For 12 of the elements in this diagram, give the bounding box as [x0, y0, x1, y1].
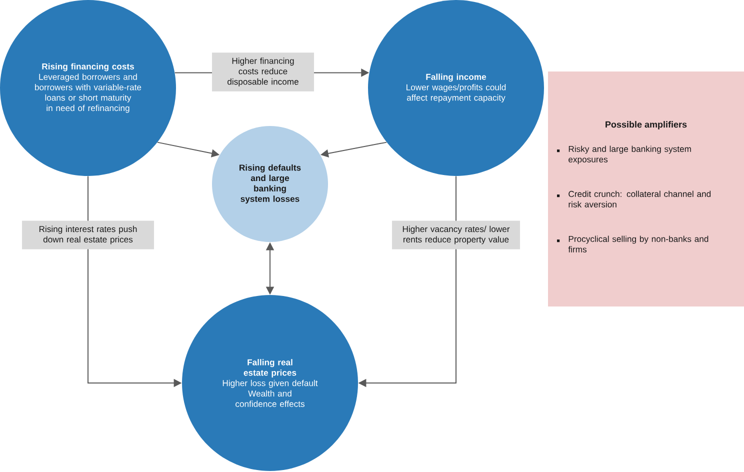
circle-node: Rising financing costs Leveraged borrowers and borrowers with variable-rate loans or short maturity in need of refinancing — [0, 0, 176, 176]
box-heading: Possible amplifiers — [606, 121, 687, 130]
amplifiers-box — [548, 72, 744, 306]
bullet-item: Credit crunch: collateral channel and risk aversion — [557, 190, 711, 208]
bullet-item: Procyclical selling by non-banks and firms — [557, 236, 708, 252]
circle-node: Rising defaults and large banking system losses — [212, 126, 328, 242]
edge-label: Higher financing costs reduce disposable income — [212, 52, 314, 92]
edge-label: Higher vacancy rates/ lower rents reduce property value — [392, 220, 520, 250]
edge-label: Rising interest rates push down real estate prices — [22, 220, 154, 250]
circle-node: Falling income Lower wages/profits could affect repayment capacity — [368, 0, 544, 176]
bullet-item: Risky and large banking system exposures — [557, 146, 691, 164]
circle-node: Falling real estate prices Higher loss given default Wealth and confidence effects — [182, 295, 358, 471]
